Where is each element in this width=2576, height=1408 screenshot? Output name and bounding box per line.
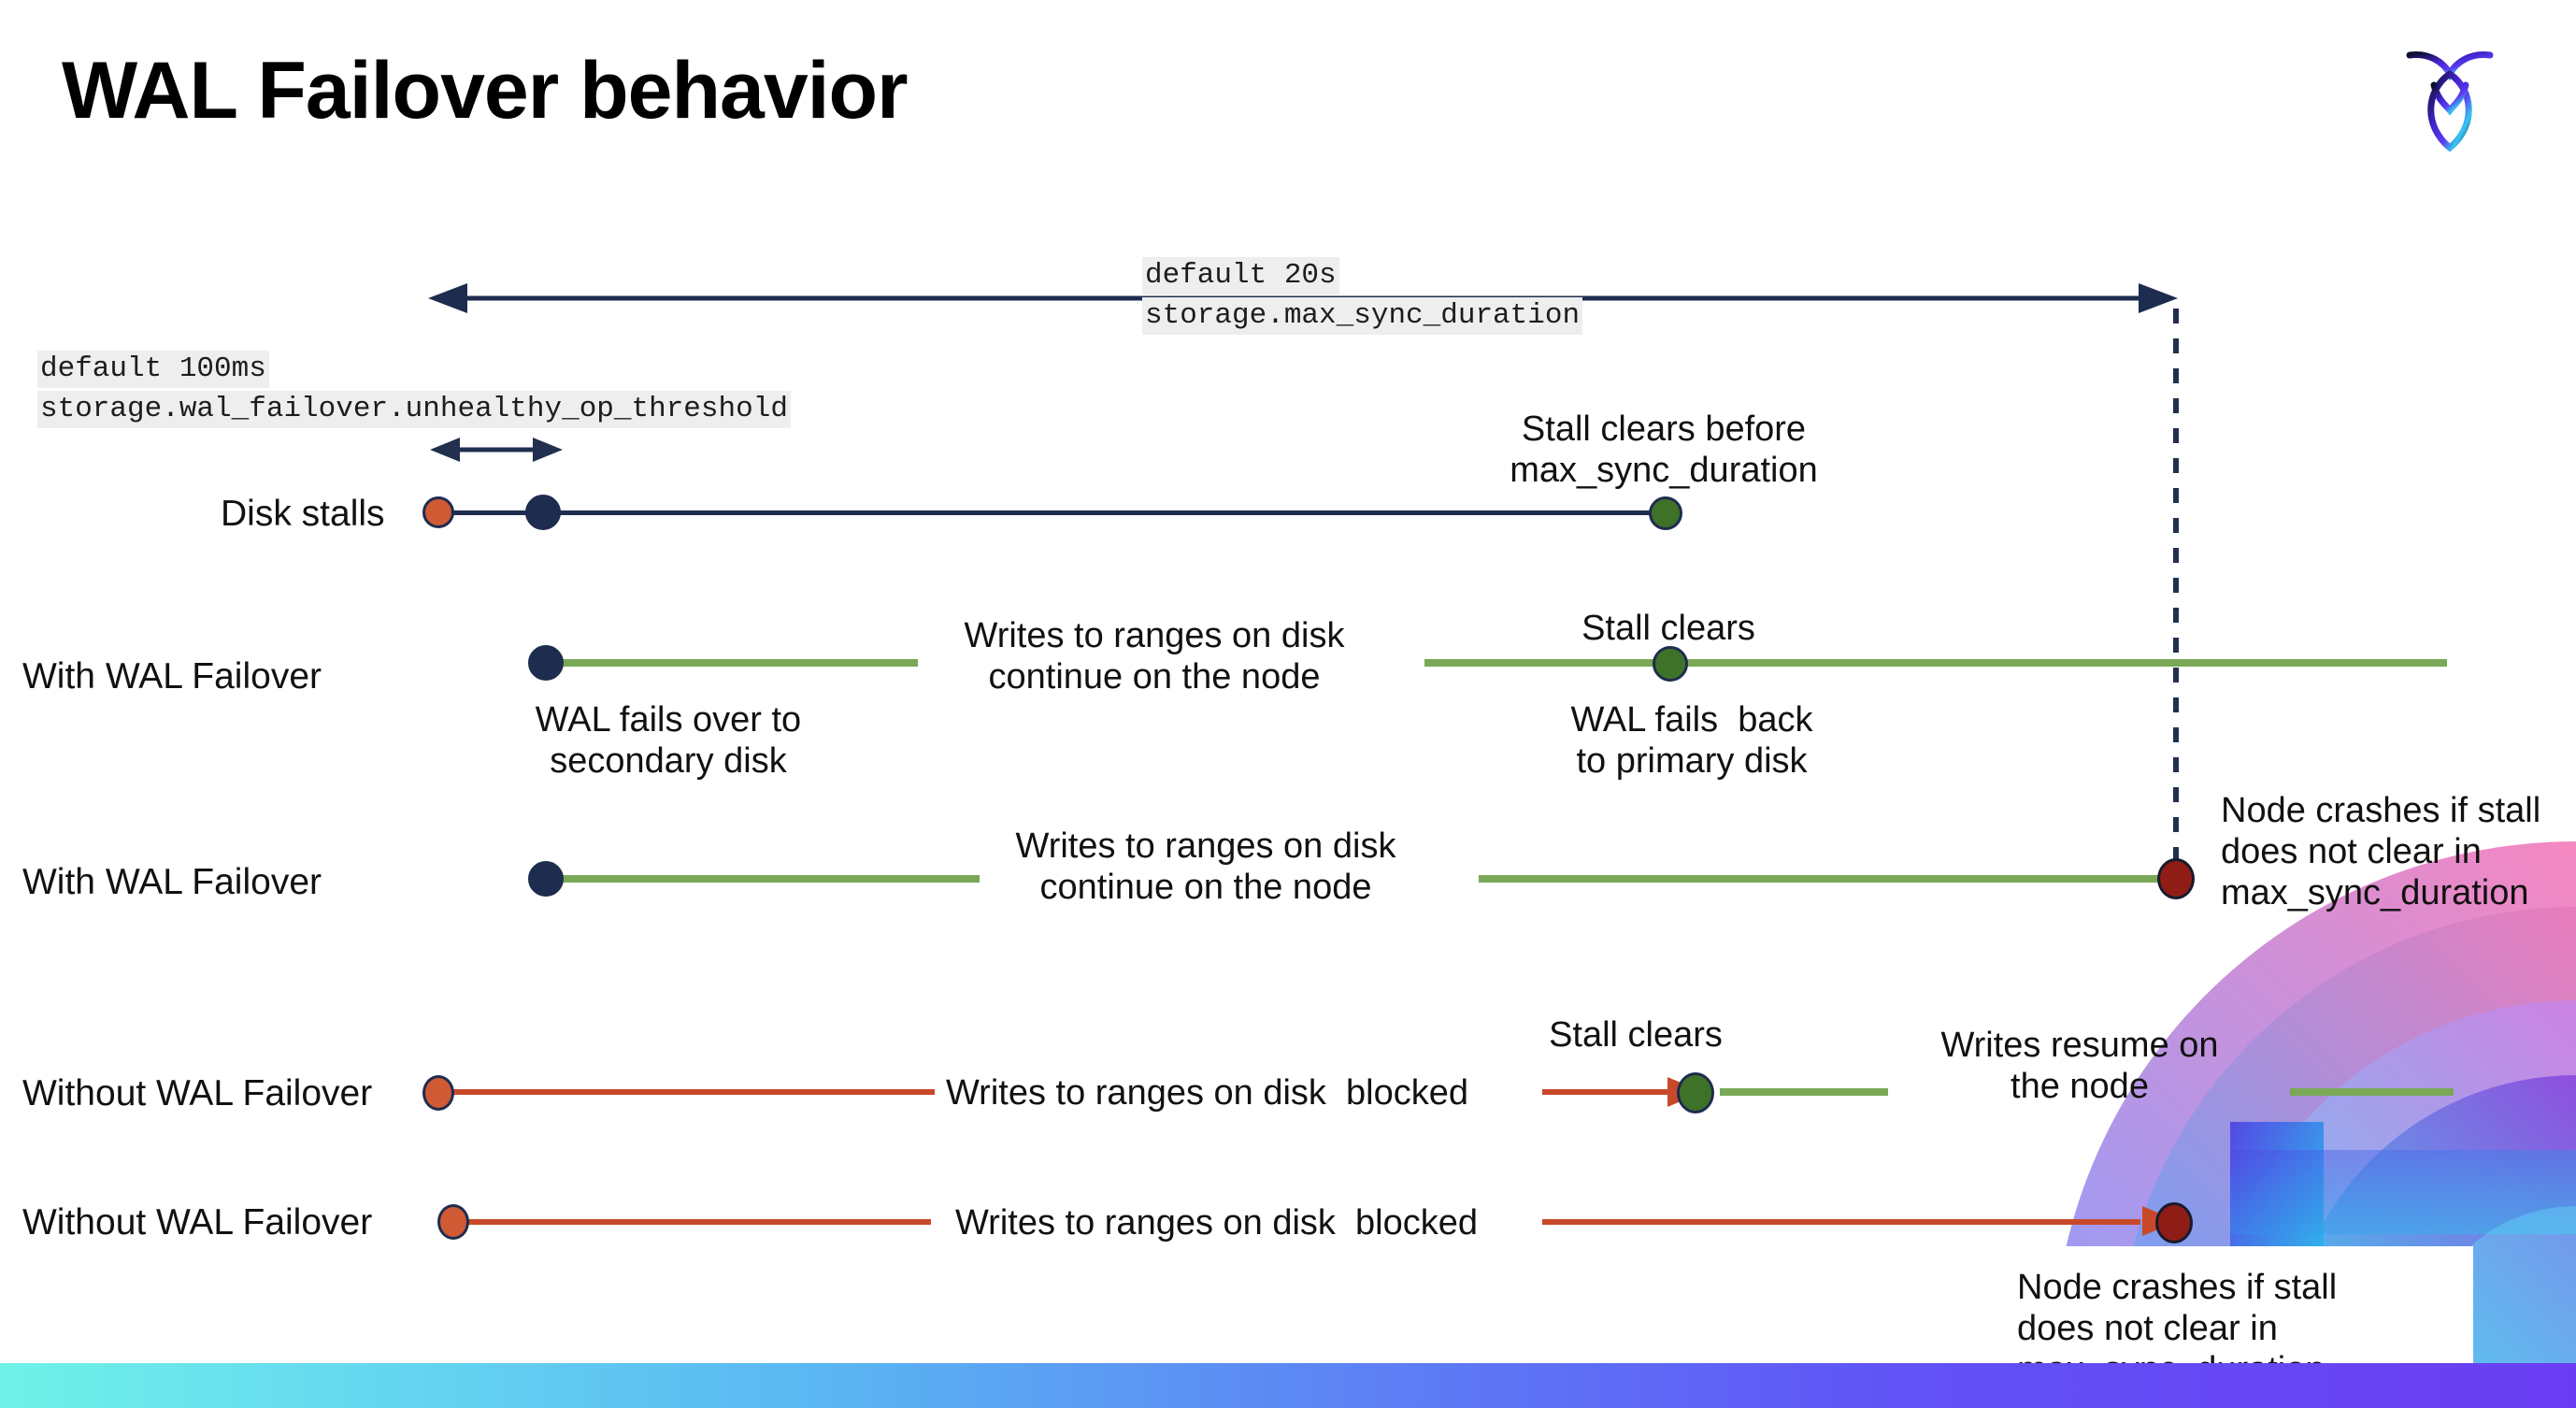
with-wal-failover-2-segment-b: [1479, 875, 2170, 883]
callout-node-crashes-1: Node crashes if stall does not clear in …: [2221, 791, 2541, 913]
disk-stalls-timeline: [439, 510, 1664, 515]
without-wal-failover-1-stall-clears-dot: [1677, 1072, 1714, 1113]
callout-writes-blocked-1: Writes to ranges on disk blocked: [946, 1073, 1469, 1113]
row-label-without-wal-failover-2: Without WAL Failover: [22, 1202, 373, 1243]
row-label-without-wal-failover-1: Without WAL Failover: [22, 1073, 373, 1113]
disk-stall-threshold-dot: [525, 495, 561, 530]
without-wal-failover-2-start-dot: [437, 1204, 469, 1240]
callout-writes-resume: Writes resume on the node: [1940, 1026, 2219, 1107]
unhealthy-op-default-chip: default 100ms: [37, 351, 269, 388]
with-wal-failover-1-segment-b: [1424, 659, 2447, 667]
disk-stall-clears-dot: [1649, 496, 1682, 530]
callout-writes-continue-1: Writes to ranges on disk continue on the…: [964, 616, 1345, 697]
without-wal-failover-1-red-b: [1542, 1089, 1692, 1095]
wal-failover-start-dot-2: [528, 861, 564, 897]
without-wal-failover-2-red-a: [454, 1219, 931, 1225]
cockroachdb-logo-icon: [2389, 32, 2511, 163]
bottom-gradient-bar: [0, 1363, 2576, 1408]
row-label-with-wal-failover-2: With WAL Failover: [22, 862, 322, 902]
with-wal-failover-1-segment-a: [544, 659, 918, 667]
callout-stall-clears-before: Stall clears before max_sync_duration: [1510, 409, 1818, 491]
callout-wal-fails-over: WAL fails over to secondary disk: [535, 700, 802, 782]
callout-stall-clears-1: Stall clears: [1581, 609, 1755, 648]
wal-failover-start-dot-1: [528, 645, 564, 681]
row-label-with-wal-failover-1: With WAL Failover: [22, 656, 322, 697]
without-wal-failover-1-start-dot: [422, 1075, 454, 1111]
without-wal-failover-2-red-b: [1542, 1219, 2140, 1225]
callout-wal-fails-back: WAL fails back to primary disk: [1570, 700, 1813, 782]
wal-failover-stall-clears-dot-1: [1653, 646, 1688, 682]
wal-failover-node-crash-dot: [2157, 858, 2195, 899]
unhealthy-op-threshold-arrow: [430, 438, 563, 462]
max-sync-default-chip: default 20s: [1142, 257, 1339, 295]
without-wal-failover-1-green-b: [2290, 1088, 2454, 1096]
row-label-disk-stalls: Disk stalls: [221, 494, 385, 534]
callout-stall-clears-2: Stall clears: [1549, 1015, 1723, 1055]
disk-stall-start-dot: [422, 496, 454, 528]
max-sync-setting-chip: storage.max_sync_duration: [1142, 297, 1583, 335]
callout-writes-blocked-2: Writes to ranges on disk blocked: [955, 1203, 1479, 1243]
callout-writes-continue-2: Writes to ranges on disk continue on the…: [1015, 826, 1396, 908]
without-wal-failover-1-red-a: [439, 1089, 935, 1095]
without-wal-failover-2-node-crash-dot: [2155, 1202, 2193, 1243]
without-wal-failover-1-green-a: [1720, 1088, 1888, 1096]
with-wal-failover-2-segment-a: [544, 875, 980, 883]
page-title: WAL Failover behavior: [62, 46, 909, 136]
unhealthy-op-setting-chip: storage.wal_failover.unhealthy_op_thresh…: [37, 391, 791, 428]
